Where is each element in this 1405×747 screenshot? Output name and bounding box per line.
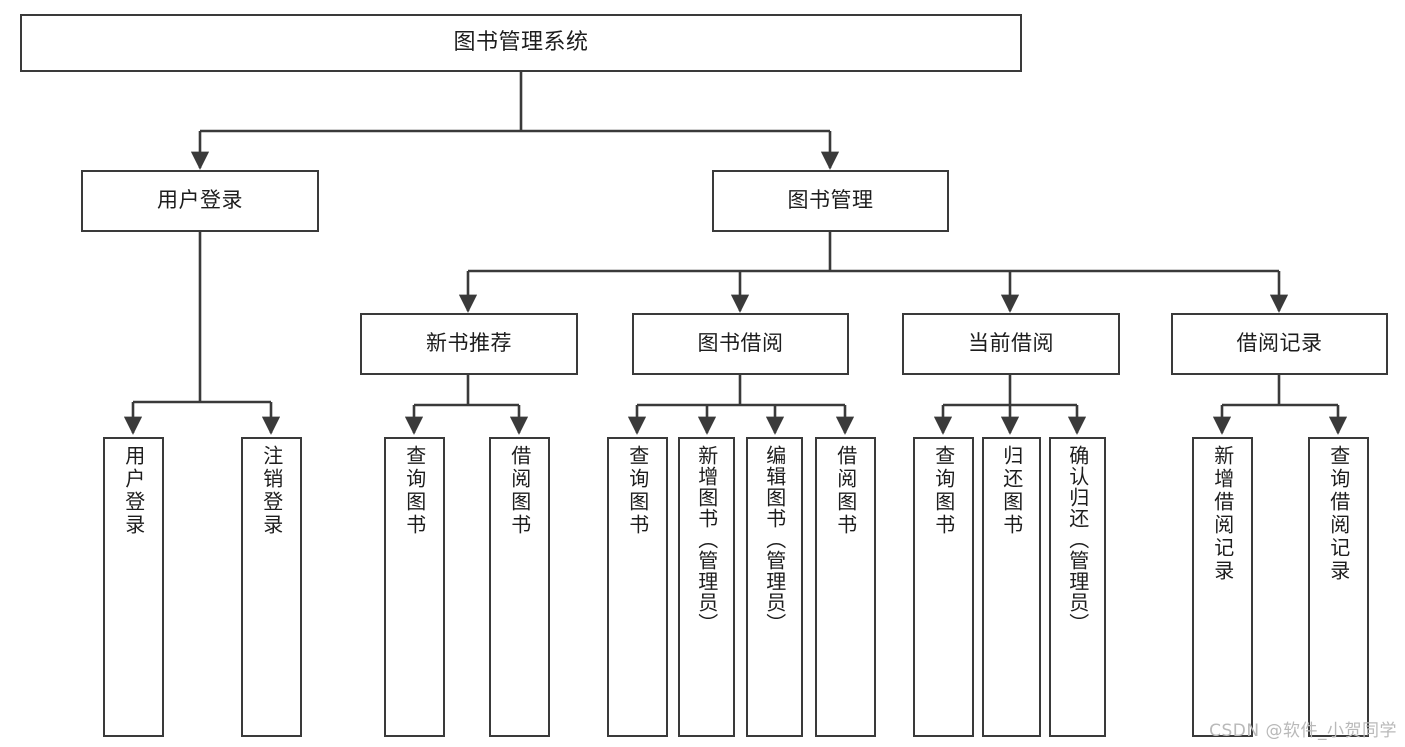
leaf-user-login-label: 用户登录 <box>121 445 146 537</box>
leaf-borrow-book-2-label: 借阅图书 <box>833 445 858 537</box>
leaf-confirm-return[interactable]: 确认归还（管理员） <box>1049 437 1106 737</box>
leaf-query-book-1-label: 查询图书 <box>402 445 427 537</box>
leaf-borrow-book-2[interactable]: 借阅图书 <box>815 437 876 737</box>
leaf-user-login[interactable]: 用户登录 <box>103 437 164 737</box>
leaf-query-book-3-label: 查询图书 <box>931 445 956 537</box>
node-root-label: 图书管理系统 <box>453 29 589 55</box>
node-new-book-recommend[interactable]: 新书推荐 <box>360 313 578 375</box>
node-borrow-record-label: 借阅记录 <box>1236 331 1323 356</box>
leaf-borrow-book-1[interactable]: 借阅图书 <box>489 437 550 737</box>
leaf-query-book-2[interactable]: 查询图书 <box>607 437 668 737</box>
node-current-borrow[interactable]: 当前借阅 <box>902 313 1120 375</box>
leaf-query-book-3[interactable]: 查询图书 <box>913 437 974 737</box>
node-book-borrow[interactable]: 图书借阅 <box>632 313 849 375</box>
node-book-manage[interactable]: 图书管理 <box>712 170 949 232</box>
node-borrow-record[interactable]: 借阅记录 <box>1171 313 1388 375</box>
node-current-borrow-label: 当前借阅 <box>968 331 1054 356</box>
leaf-add-book-label: 新增图书（管理员） <box>694 445 719 634</box>
leaf-user-logout-label: 注销登录 <box>259 445 284 537</box>
leaf-query-record[interactable]: 查询借阅记录 <box>1308 437 1369 737</box>
leaf-add-record[interactable]: 新增借阅记录 <box>1192 437 1253 737</box>
watermark: CSDN @软件_小贺同学 <box>1209 721 1397 741</box>
leaf-return-book[interactable]: 归还图书 <box>982 437 1041 737</box>
leaf-user-logout[interactable]: 注销登录 <box>241 437 302 737</box>
leaf-borrow-book-1-label: 借阅图书 <box>507 445 532 537</box>
node-book-borrow-label: 图书借阅 <box>697 331 784 356</box>
node-root[interactable]: 图书管理系统 <box>20 14 1022 72</box>
leaf-query-book-2-label: 查询图书 <box>625 445 650 537</box>
leaf-confirm-return-label: 确认归还（管理员） <box>1065 445 1090 634</box>
node-user-login-label: 用户登录 <box>157 188 243 213</box>
node-new-book-recommend-label: 新书推荐 <box>426 331 512 356</box>
leaf-edit-book[interactable]: 编辑图书（管理员） <box>746 437 803 737</box>
node-user-login[interactable]: 用户登录 <box>81 170 319 232</box>
leaf-query-book-1[interactable]: 查询图书 <box>384 437 445 737</box>
leaf-edit-book-label: 编辑图书（管理员） <box>762 445 787 634</box>
leaf-return-book-label: 归还图书 <box>999 445 1024 537</box>
leaf-query-record-label: 查询借阅记录 <box>1326 445 1351 583</box>
leaf-add-record-label: 新增借阅记录 <box>1210 445 1235 583</box>
node-book-manage-label: 图书管理 <box>787 188 874 213</box>
leaf-add-book[interactable]: 新增图书（管理员） <box>678 437 735 737</box>
